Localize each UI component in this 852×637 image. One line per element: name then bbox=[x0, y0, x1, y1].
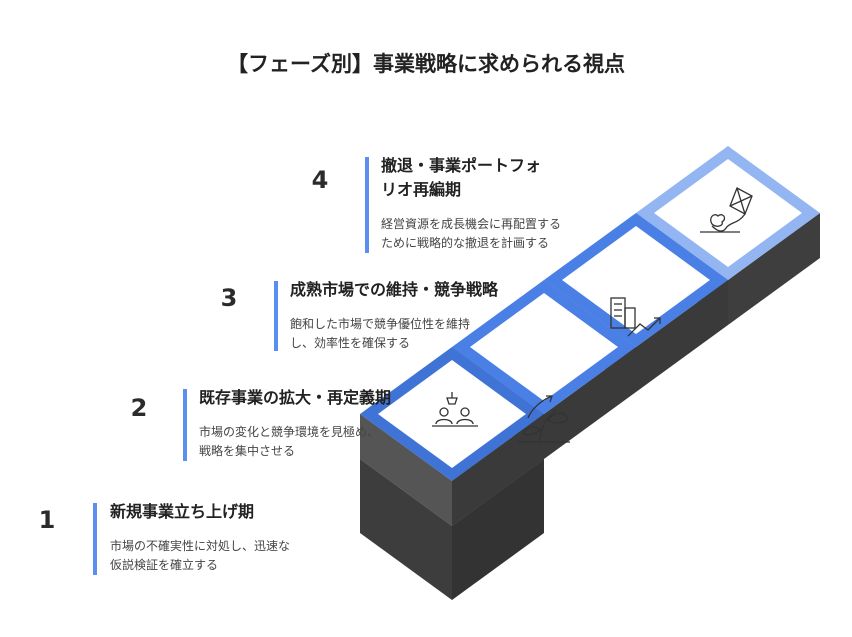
phase-description-line: 経営資源を成長機会に再配置する bbox=[381, 217, 562, 231]
kite-icon bbox=[700, 187, 753, 233]
phase-number: 3 bbox=[220, 284, 238, 312]
phase-description-line: 仮説検証を確立する bbox=[110, 558, 219, 572]
phase-number: 2 bbox=[130, 394, 148, 422]
phase-description-line: 市場の不確実性に対処し、迅速な bbox=[110, 539, 291, 553]
step-1 bbox=[360, 347, 544, 526]
phase-accent-bar bbox=[93, 503, 97, 575]
phase-description-line: し、効率性を確保する bbox=[290, 336, 411, 350]
phase-title: 成熟市場での維持・競争戦略 bbox=[290, 280, 499, 299]
phase-title: リオ再編期 bbox=[381, 180, 462, 199]
phase-description-line: ために戦略的な撤退を計画する bbox=[381, 236, 550, 250]
riser-step-1-right bbox=[452, 459, 544, 600]
phase-number: 4 bbox=[311, 166, 329, 194]
phase-accent-bar bbox=[274, 281, 278, 351]
people-meeting-lamp-icon bbox=[432, 392, 478, 427]
step-1-left-side bbox=[360, 414, 452, 526]
step-2-right-side bbox=[544, 347, 636, 459]
page-title: 【フェーズ別】事業戦略に求められる視点 bbox=[227, 52, 625, 76]
phase-number: 1 bbox=[38, 506, 56, 534]
phase-title: 新規事業立ち上げ期 bbox=[110, 502, 255, 521]
phase-title: 既存事業の拡大・再定義期 bbox=[199, 388, 392, 407]
phase-description-line: 飽和した市場で競争優位性を維持 bbox=[290, 317, 471, 331]
phase-title: 撤退・事業ポートフォ bbox=[381, 156, 542, 175]
phase-description-line: 市場の変化と競争環境を見極め、 bbox=[199, 425, 380, 439]
buildings-growth-icon bbox=[610, 297, 661, 337]
step-4-right-side bbox=[728, 213, 820, 325]
phase-accent-bar bbox=[183, 389, 187, 461]
riser-step-1 bbox=[360, 459, 452, 600]
step-3-right-side bbox=[636, 280, 728, 392]
phase-accent-bar bbox=[365, 157, 369, 253]
growing-plant-icon bbox=[518, 395, 570, 443]
phase-description-line: 戦略を集中させる bbox=[199, 444, 296, 458]
